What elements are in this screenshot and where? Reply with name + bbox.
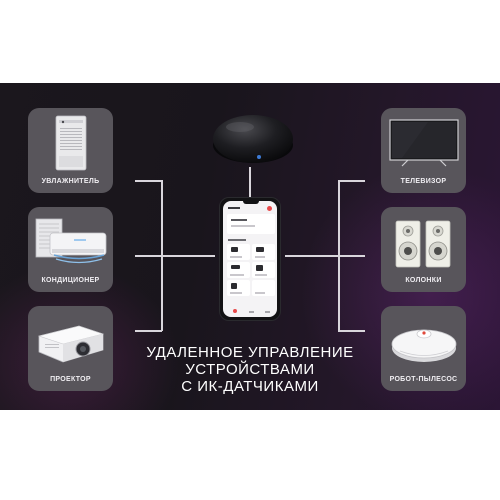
device-label-tv: ТЕЛЕВИЗОР bbox=[400, 178, 447, 185]
robot-vacuum-icon bbox=[391, 329, 457, 362]
connector-left-top bbox=[135, 180, 162, 182]
headline: УДАЛЕННОЕ УПРАВЛЕНИЕ УСТРОЙСТВАМИ С ИК-Д… bbox=[120, 344, 380, 395]
device-card-air-conditioner[interactable]: КОНДИЦИОНЕР bbox=[28, 207, 113, 292]
connector-left-bottom bbox=[135, 330, 162, 332]
device-label-air-conditioner: КОНДИЦИОНЕР bbox=[41, 277, 100, 284]
air-purifier-icon bbox=[55, 115, 87, 171]
device-card-humidifier[interactable]: УВЛАЖНИТЕЛЬ bbox=[28, 108, 113, 193]
tv-icon bbox=[389, 119, 459, 167]
connector-left-mid bbox=[135, 255, 215, 257]
smartphone-icon bbox=[219, 197, 281, 321]
device-label-humidifier: УВЛАЖНИТЕЛЬ bbox=[41, 178, 100, 185]
device-card-tv[interactable]: ТЕЛЕВИЗОР bbox=[381, 108, 466, 193]
speakers-icon bbox=[395, 220, 451, 268]
connector-right-bottom bbox=[338, 330, 365, 332]
device-card-speakers[interactable]: КОЛОНКИ bbox=[381, 207, 466, 292]
headline-line-3: С ИК-ДАТЧИКАМИ bbox=[181, 378, 319, 395]
device-label-projector: ПРОЕКТОР bbox=[50, 376, 91, 383]
device-label-robot-vacuum: РОБОТ-ПЫЛЕСОС bbox=[389, 376, 458, 383]
headline-line-1: УДАЛЕННОЕ УПРАВЛЕНИЕ bbox=[146, 344, 354, 361]
phone-screen bbox=[223, 201, 277, 317]
connector-right-mid bbox=[285, 255, 365, 257]
headline-line-2: УСТРОЙСТВАМИ bbox=[185, 361, 315, 378]
device-card-robot-vacuum[interactable]: РОБОТ-ПЫЛЕСОС bbox=[381, 306, 466, 391]
device-label-speakers: КОЛОНКИ bbox=[405, 277, 442, 284]
connector-right-top bbox=[338, 180, 365, 182]
connector-hub-phone bbox=[249, 167, 251, 197]
air-conditioner-icon bbox=[35, 218, 107, 264]
device-card-projector[interactable]: ПРОЕКТОР bbox=[28, 306, 113, 391]
ir-hub-icon bbox=[213, 115, 293, 163]
projector-icon bbox=[37, 325, 105, 363]
